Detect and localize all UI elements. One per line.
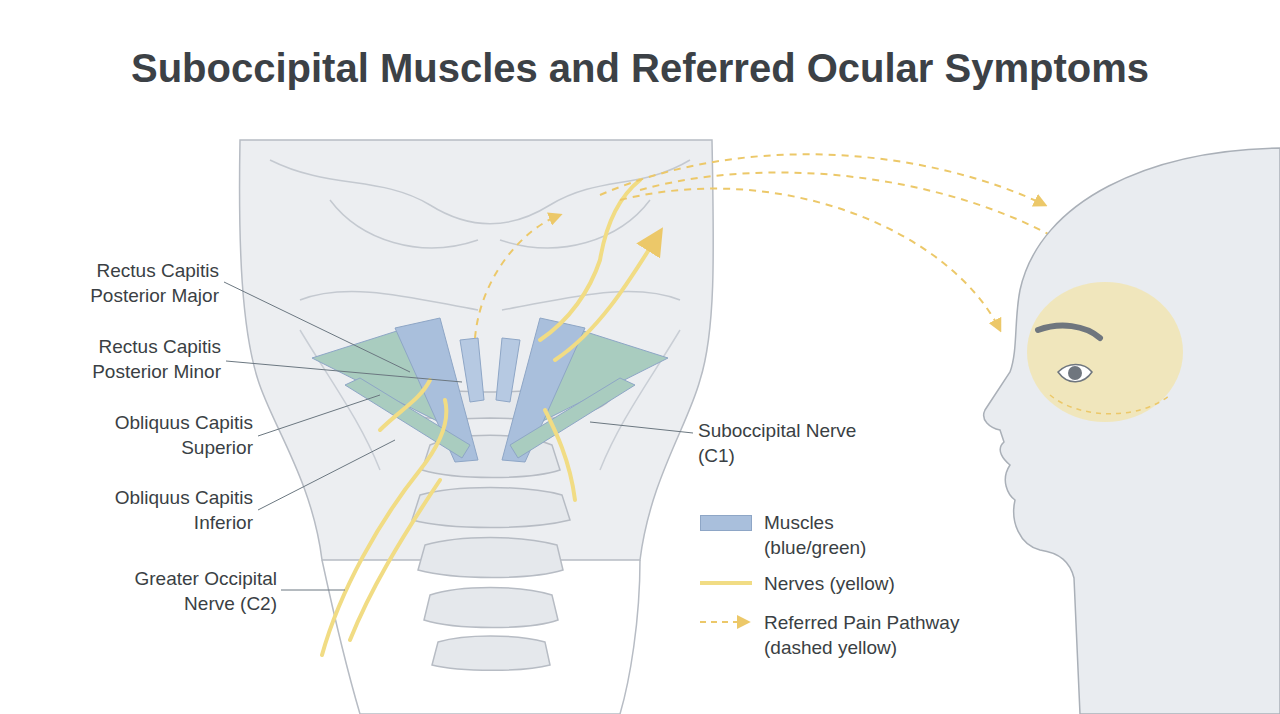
legend-swatch [700,515,752,531]
referred-pain-arrows-part [600,154,1045,205]
leader-lines [224,282,693,590]
suboccipital-muscles [312,318,668,462]
nerves-part [322,400,446,655]
skull-part [300,291,680,310]
title: Suboccipital Muscles and Referred Ocular… [40,44,1240,92]
legend-samples-part [700,621,748,623]
head-profile-part [1068,366,1082,380]
leader-lines-part [590,422,693,433]
muscle-label: Obliquus Capitis Inferior [63,485,253,535]
vertebrae [322,390,640,714]
suboccipital-muscles-part [460,338,484,402]
muscle-label: Rectus Capitis Posterior Minor [31,334,221,384]
head-profile-part [1027,282,1183,422]
nerve-label: Greater Occipital Nerve (C2) [87,566,277,616]
referred-pain-arrows-part [475,215,560,338]
skull [240,140,714,560]
nerve-label: Suboccipital Nerve (C1) [698,418,898,468]
head-profile-part [984,148,1280,714]
leader-lines-part [226,361,462,382]
head-profile-part [1050,395,1170,414]
skull-part [330,200,650,248]
nerves-part [350,480,440,640]
vertebrae-part [432,636,550,670]
nerves-part [380,380,430,430]
leader-lines-part [224,282,410,372]
nerves [322,180,660,655]
nerves-part [545,410,575,500]
legend-text: Nerves (yellow) [764,571,1024,596]
vertebrae-part [424,588,558,628]
leader-lines-part [258,395,380,436]
nerves-part [540,180,640,340]
legend-text: Referred Pain Pathway (dashed yellow) [764,610,1004,660]
vertebrae-part [412,488,570,528]
legend-samples [700,583,752,622]
leader-lines-part [258,440,395,510]
legend-text: Muscles (blue/green) [764,510,894,560]
head-profile-part [1058,365,1092,382]
vertebrae-part [322,560,640,714]
suboccipital-muscles-part [496,338,520,402]
skull-part [240,140,714,560]
muscle-label: Rectus Capitis Posterior Major [29,258,219,308]
legend-samples-part [700,581,752,585]
head-profile [984,148,1280,714]
suboccipital-muscles-part [510,378,635,458]
vertebrae-part [418,538,563,578]
muscle-label: Obliquus Capitis Superior [63,410,253,460]
referred-pain-arrows-part [620,189,1000,330]
leader-lines-part [281,590,345,591]
suboccipital-muscles-part [345,378,470,458]
nerves-part [555,232,660,360]
head-profile-part [1038,326,1100,338]
